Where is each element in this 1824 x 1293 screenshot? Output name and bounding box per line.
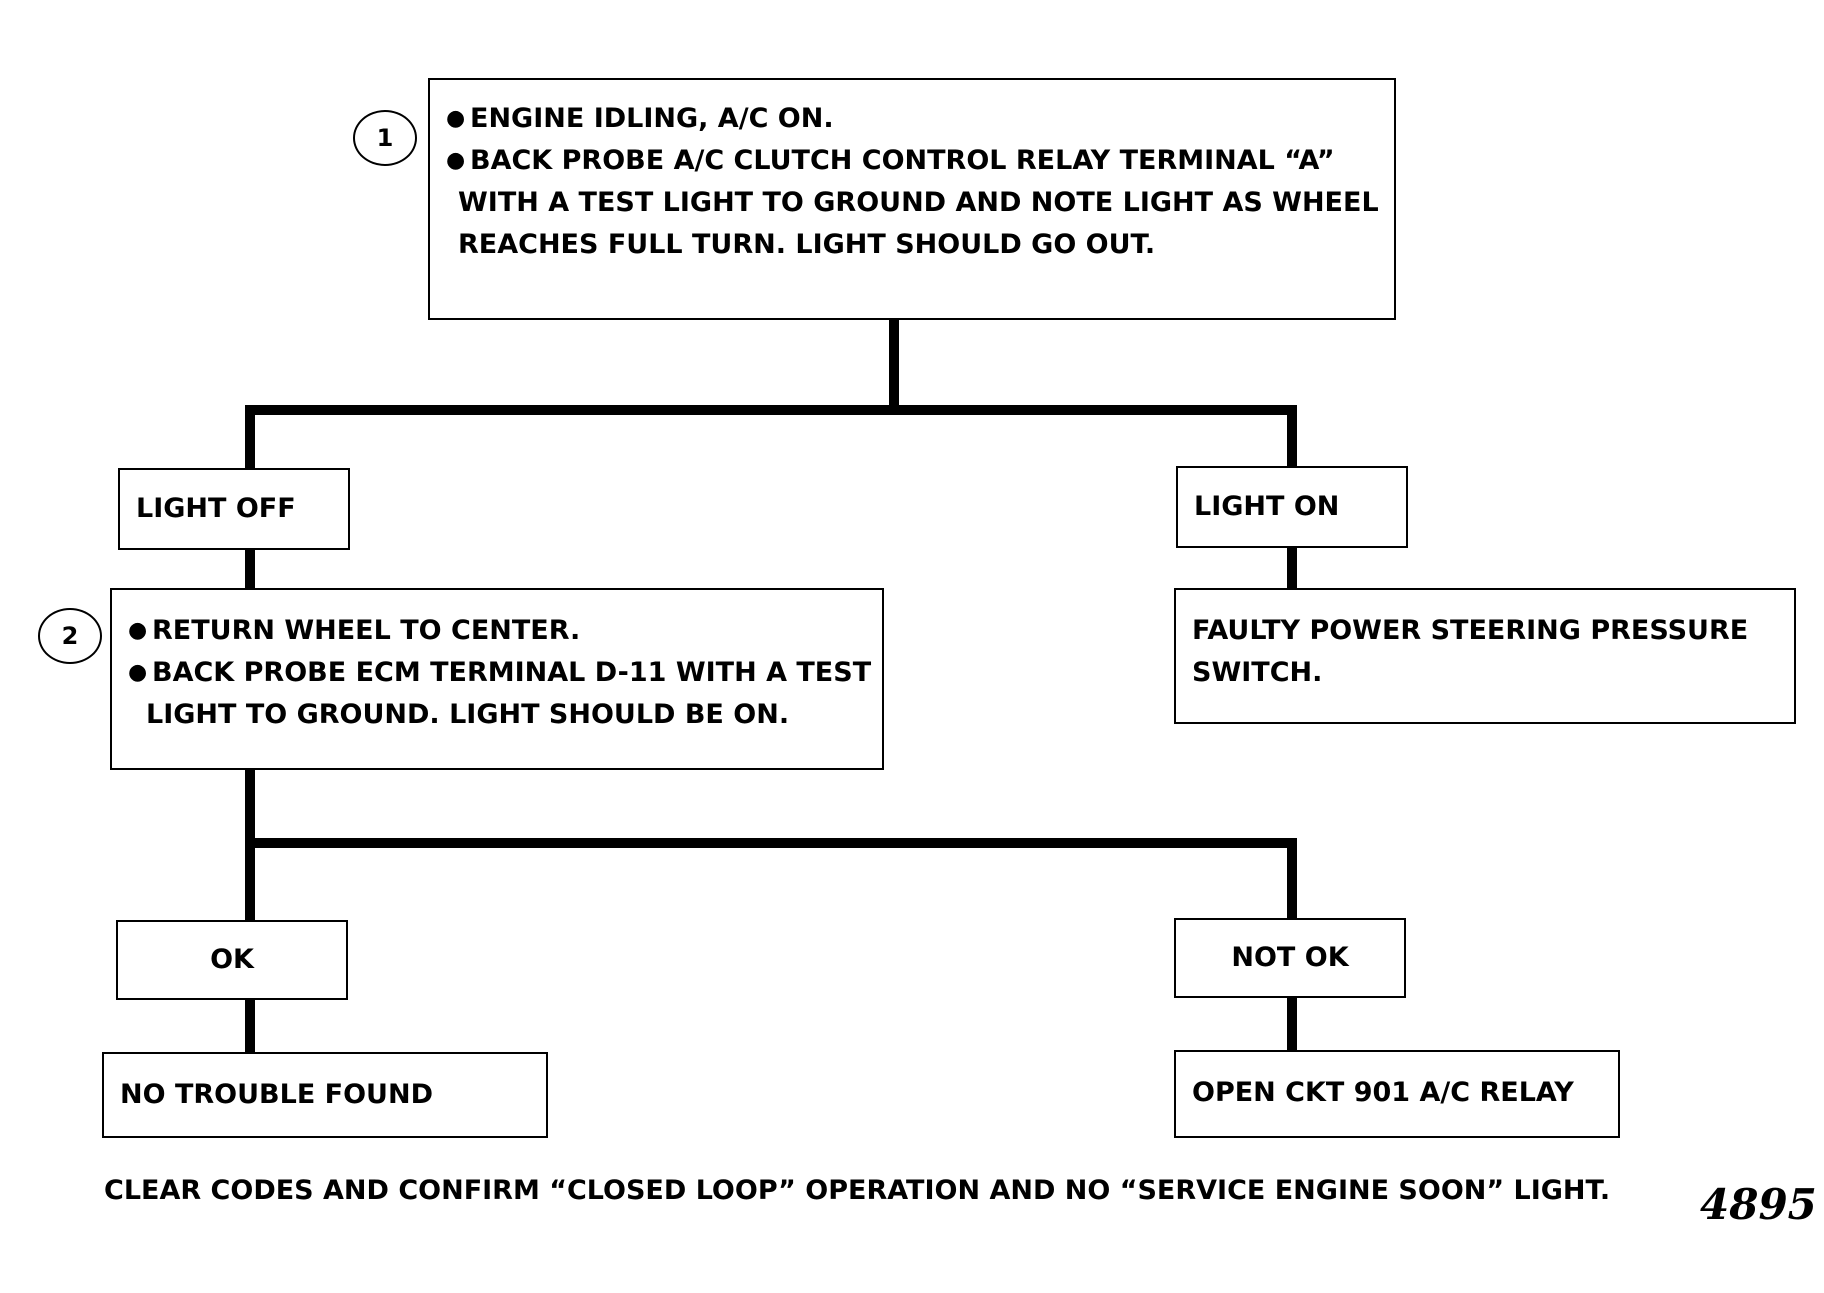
no-trouble-found-box: NO TROUBLE FOUND [102,1052,548,1138]
faulty-switch-line-1: FAULTY POWER STEERING PRESSURE [1192,615,1749,646]
bullet-icon: ● [446,148,466,173]
faulty-switch-result-box: FAULTY POWER STEERING PRESSURE SWITCH. [1174,588,1796,724]
step-1-bullet-2: BACK PROBE A/C CLUTCH CONTROL RELAY TERM… [470,145,1335,176]
bullet-icon: ● [446,106,466,131]
open-ckt-label: OPEN CKT 901 A/C RELAY [1192,1077,1574,1108]
no-trouble-found-label: NO TROUBLE FOUND [120,1079,433,1110]
step-2-number-text: 2 [61,622,79,650]
footer-note: CLEAR CODES AND CONFIRM “CLOSED LOOP” OP… [104,1175,1611,1206]
open-ckt-result-box: OPEN CKT 901 A/C RELAY [1174,1050,1620,1138]
bullet-icon: ● [128,618,148,643]
step-1-bullet-1: ENGINE IDLING, A/C ON. [470,103,834,134]
step-1-number-text: 1 [376,124,394,152]
light-off-label: LIGHT OFF [136,493,296,524]
faulty-switch-line-2: SWITCH. [1192,657,1323,688]
bullet-icon: ● [128,660,148,685]
step-2-bullet-2: BACK PROBE ECM TERMINAL D-11 WITH A TEST [152,657,872,688]
step-2-bullet-1: RETURN WHEEL TO CENTER. [152,615,581,646]
ok-label: OK [210,944,254,975]
figure-number: 4895 [1700,1180,1817,1229]
step-1-continuation-2: REACHES FULL TURN. LIGHT SHOULD GO OUT. [458,229,1156,260]
step-2-continuation-1: LIGHT TO GROUND. LIGHT SHOULD BE ON. [146,699,790,730]
step-1-box: ● ENGINE IDLING, A/C ON. ● BACK PROBE A/… [428,78,1396,320]
not-ok-label: NOT OK [1231,942,1349,973]
step-2-box: ● RETURN WHEEL TO CENTER. ● BACK PROBE E… [110,588,884,770]
step-1-continuation-1: WITH A TEST LIGHT TO GROUND AND NOTE LIG… [458,187,1379,218]
light-off-box: LIGHT OFF [118,468,350,550]
light-on-box: LIGHT ON [1176,466,1408,548]
not-ok-box: NOT OK [1174,918,1406,998]
step-2-number: 2 [38,608,102,664]
ok-box: OK [116,920,348,1000]
step-1-number: 1 [353,110,417,166]
light-on-label: LIGHT ON [1194,491,1340,522]
